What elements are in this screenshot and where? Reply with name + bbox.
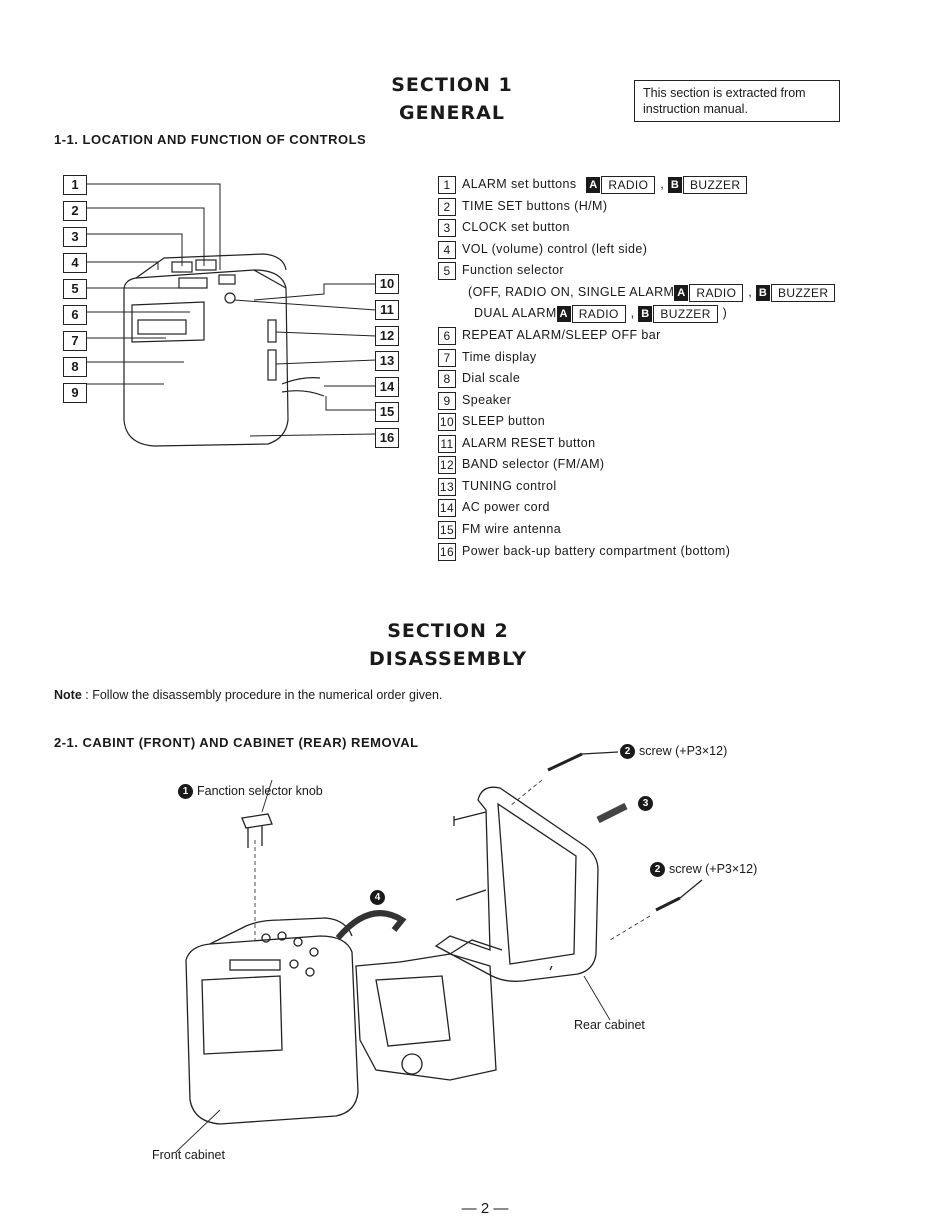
callout-15: 15: [375, 402, 399, 422]
heading-2-1: 2-1. CABINT (FRONT) AND CABINET (REAR) R…: [54, 735, 419, 750]
section1-title: SECTION 1: [391, 74, 513, 96]
rear-cabinet-label: Rear cabinet: [574, 1018, 645, 1032]
front-cabinet-label: Front cabinet: [152, 1148, 225, 1162]
extract-note: This section is extracted from instructi…: [634, 80, 840, 122]
callout-2: 2: [63, 201, 87, 221]
clock-radio-illustration: [86, 183, 377, 447]
section2-subtitle: DISASSEMBLY: [368, 648, 528, 670]
callout-10: 10: [375, 274, 399, 294]
step4-label: 4: [370, 890, 389, 906]
controls-figure: 1 2 3 4 5 6 7 8 9 10 11 12 13 14 15 16: [54, 170, 414, 460]
callout-8: 8: [63, 357, 87, 377]
callout-9: 9: [63, 383, 87, 403]
callout-13: 13: [375, 351, 399, 371]
cabinet-exploded-illustration: [175, 751, 703, 1153]
callout-6: 6: [63, 305, 87, 325]
heading-1-1: 1-1. LOCATION AND FUNCTION OF CONTROLS: [54, 132, 367, 147]
callout-11: 11: [375, 300, 399, 320]
callout-5: 5: [63, 279, 87, 299]
callout-14: 14: [375, 377, 399, 397]
callout-4: 4: [63, 253, 87, 273]
callout-16: 16: [375, 428, 399, 448]
page-number: — 2 —: [461, 1200, 509, 1217]
section1-subtitle: GENERAL: [399, 102, 505, 124]
callout-12: 12: [375, 326, 399, 346]
callout-1: 1: [63, 175, 87, 195]
note-line: Note : Follow the disassembly procedure …: [54, 688, 443, 702]
callout-7: 7: [63, 331, 87, 351]
callout-3: 3: [63, 227, 87, 247]
section2-title: SECTION 2: [387, 620, 509, 642]
step3-label: 3: [638, 796, 657, 812]
